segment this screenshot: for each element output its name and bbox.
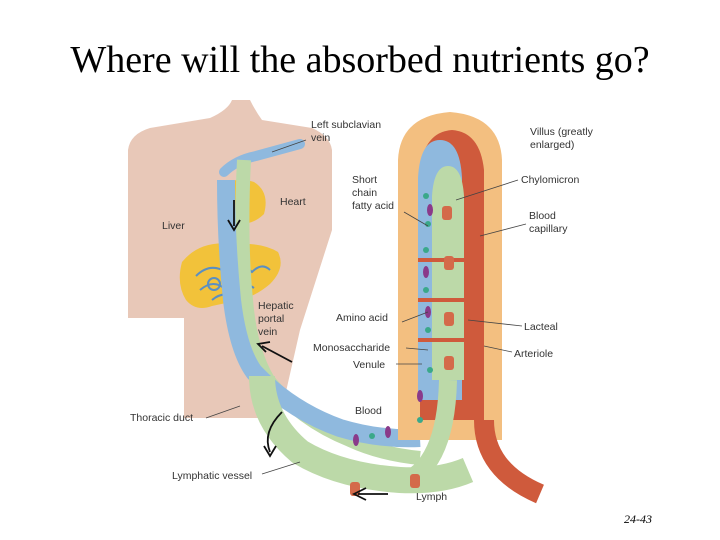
arteriole: [474, 419, 545, 504]
page-number: 24-43: [624, 512, 652, 526]
label-villus: Villus (greatly enlarged): [530, 126, 596, 151]
flow-arrows: [227, 200, 388, 501]
hepatic-portal-vein: [217, 179, 421, 448]
label-venule: Venule: [353, 359, 385, 371]
label-lymph: Lymph: [416, 491, 447, 503]
lymphatic-vessel: [249, 375, 474, 494]
label-monosaccharide: Monosaccharide: [313, 342, 390, 354]
label-thoracic-duct: Thoracic duct: [130, 412, 193, 424]
label-blood-capillary: Blood capillary: [529, 210, 568, 235]
label-liver: Liver: [162, 220, 185, 232]
label-amino-acid: Amino acid: [336, 312, 388, 324]
label-lymphatic-vessel: Lymphatic vessel: [172, 470, 252, 482]
label-lacteal: Lacteal: [524, 321, 558, 333]
slide-title: Where will the absorbed nutrients go?: [70, 39, 650, 81]
label-hepatic-portal-vein: Hepatic portal vein: [258, 300, 297, 338]
label-left-subclavian-vein: Left subclavian vein: [311, 119, 384, 144]
lymph-base: [394, 379, 457, 493]
label-arteriole: Arteriole: [514, 348, 553, 360]
label-short-chain-fatty-acid: Short chain fatty acid: [352, 174, 394, 212]
label-heart: Heart: [280, 196, 306, 208]
leader-lines: [205, 139, 527, 475]
label-chylomicron: Chylomicron: [521, 174, 580, 186]
label-blood: Blood: [355, 405, 382, 417]
